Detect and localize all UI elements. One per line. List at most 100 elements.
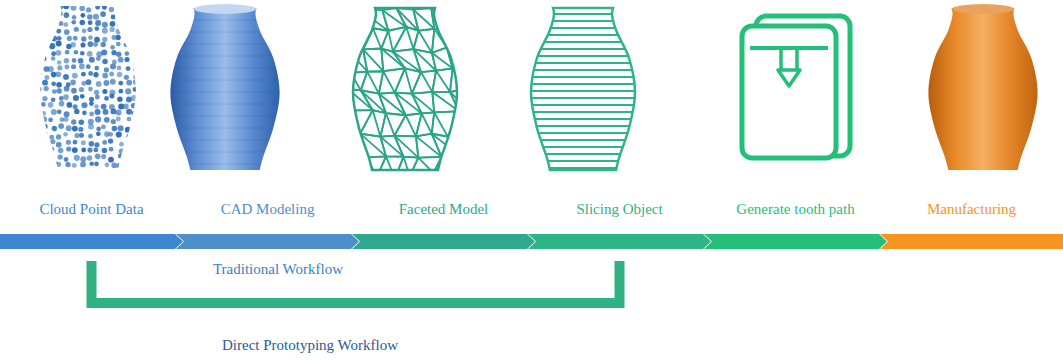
point [35,26,41,32]
point [118,125,124,131]
point [117,163,123,169]
band [150,164,300,165]
point [130,5,136,11]
point [27,116,32,121]
point [109,72,114,77]
point [88,87,93,92]
point [30,142,35,147]
chevron-shape [352,234,535,249]
point [26,27,31,32]
point [126,133,132,139]
point [64,58,70,64]
point [140,80,145,85]
point [126,80,132,86]
nozzle [778,48,800,86]
point [80,13,85,18]
process-step: Manufacturing [880,200,1063,261]
point [72,73,78,79]
point [63,3,69,9]
point [57,60,62,65]
step-label: Slicing Object [528,200,711,218]
point [43,132,48,137]
point [41,50,46,55]
point [102,28,108,34]
point [93,14,99,20]
point [64,157,69,162]
point [108,157,114,163]
point [59,96,64,101]
point [78,127,83,132]
point [133,28,138,33]
point [50,139,55,144]
point [109,94,114,99]
point [52,89,57,94]
point [74,109,79,114]
slice [520,34,650,36]
point [48,155,53,160]
point [96,127,101,132]
point [29,90,34,95]
point [35,64,41,70]
point [103,109,109,115]
point [87,155,93,161]
point [125,153,130,158]
point [58,21,63,26]
point [34,105,39,110]
point [80,156,86,162]
point [88,134,93,139]
point [43,42,48,47]
manufactured-vase [928,8,1037,170]
point [102,37,107,42]
point [64,111,70,117]
point [27,74,33,80]
point [28,123,33,128]
point [67,102,73,108]
point [35,124,41,130]
point [66,140,71,145]
process-step: Slicing Object [528,200,711,261]
point [49,147,54,152]
chevron-arrow [704,234,887,249]
point [88,41,94,47]
point [42,35,47,40]
band [150,116,300,117]
point [125,27,130,32]
chevron-arrow [0,234,183,249]
point [131,126,136,131]
facet [381,27,406,52]
point [42,80,48,86]
point [56,41,62,47]
point [80,94,85,99]
point [33,134,38,139]
point [117,97,123,103]
point [35,57,41,63]
point [43,86,48,91]
point [101,50,107,56]
process-step: Generate tooth path [704,200,887,261]
process-step: CAD Modeling [176,200,359,261]
point [89,101,94,106]
slice [520,104,650,106]
printer-rail [750,46,828,50]
point [56,162,61,167]
point [58,11,63,16]
point [139,35,145,41]
point [94,66,99,71]
point [110,21,116,27]
point [35,50,40,55]
facet [363,49,383,72]
point [139,87,144,92]
facet [394,136,418,158]
point [102,140,107,145]
point [109,7,114,12]
point [141,60,147,66]
point [64,86,70,92]
point [56,134,61,139]
point [117,22,123,28]
point [94,142,99,147]
band [150,32,300,33]
point [71,64,76,69]
point [80,162,86,168]
point [132,162,137,167]
